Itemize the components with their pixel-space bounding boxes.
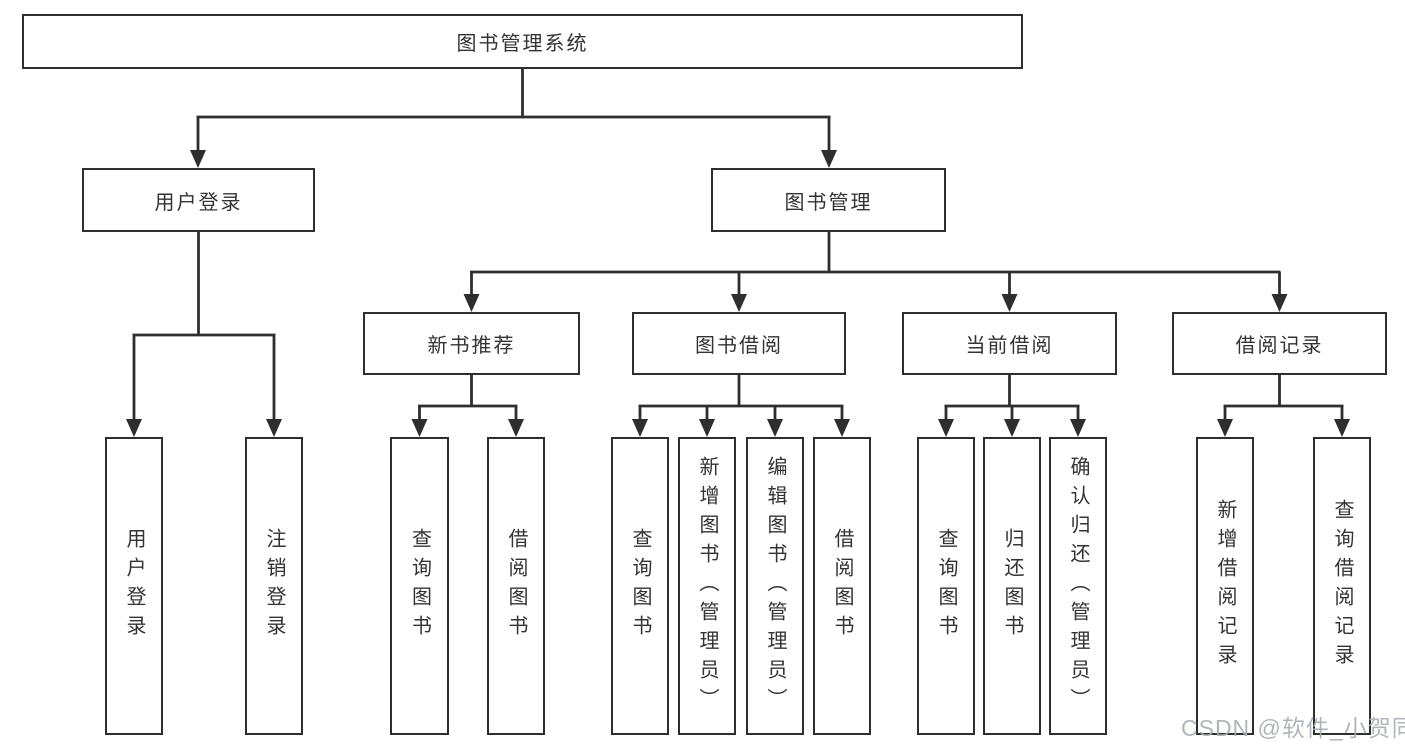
leaf-label: 归还图书 xyxy=(1001,528,1023,644)
node-book-borrowing: 图书借阅 xyxy=(632,312,846,375)
leaf-label: 查询图书 xyxy=(629,528,651,644)
node-label: 图书管理系统 xyxy=(456,33,589,55)
leaf-return-books: 归还图书 xyxy=(983,437,1041,735)
leaf-borrow-books-recommend: 借阅图书 xyxy=(487,437,545,735)
leaf-label: 查询图书 xyxy=(408,528,431,644)
leaf-query-books-current: 查询图书 xyxy=(917,437,975,735)
leaf-query-books-borrowing: 查询图书 xyxy=(611,437,669,735)
node-user-login: 用户登录 xyxy=(82,168,315,232)
leaf-logout: 注销登录 xyxy=(245,437,303,735)
leaf-label: 借阅图书 xyxy=(505,528,527,644)
leaf-user-login: 用户登录 xyxy=(105,437,163,735)
leaf-label: 确认归还（管理员） xyxy=(1067,455,1089,717)
node-borrowing-records: 借阅记录 xyxy=(1172,312,1387,375)
connector-borrowing-records-leaves xyxy=(1217,375,1350,437)
leaf-label: 注销登录 xyxy=(263,528,285,644)
connector-root-to-level2 xyxy=(190,69,837,168)
leaf-add-borrow-record: 新增借阅记录 xyxy=(1196,437,1254,735)
leaf-edit-books-admin: 编辑图书（管理员） xyxy=(746,437,804,735)
leaf-confirm-return-admin: 确认归还（管理员） xyxy=(1049,437,1107,735)
leaf-add-books-admin: 新增图书（管理员） xyxy=(678,437,736,735)
node-label: 当前借阅 xyxy=(965,335,1054,357)
node-label: 图书管理 xyxy=(784,191,873,214)
node-label: 图书借阅 xyxy=(695,335,783,357)
leaf-label: 查询图书 xyxy=(935,528,957,644)
node-book-management: 图书管理 xyxy=(711,168,946,232)
node-label: 借阅记录 xyxy=(1235,335,1324,357)
connector-current-borrowing-leaves xyxy=(938,375,1086,437)
leaf-label: 查询借阅记录 xyxy=(1331,499,1353,673)
connector-user-login-leaves xyxy=(126,232,282,437)
connector-book-borrowing-leaves xyxy=(632,375,850,437)
leaf-query-books-recommend: 查询图书 xyxy=(390,437,449,735)
connector-new-book-recommend-leaves xyxy=(411,375,524,437)
leaf-query-borrow-record: 查询借阅记录 xyxy=(1313,437,1371,735)
leaf-label: 新增借阅记录 xyxy=(1214,499,1236,673)
leaf-borrow-books-borrowing: 借阅图书 xyxy=(813,437,871,735)
leaf-label: 新增图书（管理员） xyxy=(696,455,718,717)
csdn-watermark: CSDN @软件_小贺同学 xyxy=(1181,715,1405,741)
leaf-label: 用户登录 xyxy=(123,528,145,644)
leaf-label: 编辑图书（管理员） xyxy=(764,455,786,717)
node-label: 用户登录 xyxy=(154,191,243,214)
leaf-label: 借阅图书 xyxy=(831,528,853,644)
node-current-borrowing: 当前借阅 xyxy=(902,312,1117,375)
node-label: 新书推荐 xyxy=(427,335,516,357)
connector-book-management-to-level3 xyxy=(463,232,1288,312)
node-new-book-recommend: 新书推荐 xyxy=(363,312,580,375)
node-library-management-system: 图书管理系统 xyxy=(22,14,1023,69)
